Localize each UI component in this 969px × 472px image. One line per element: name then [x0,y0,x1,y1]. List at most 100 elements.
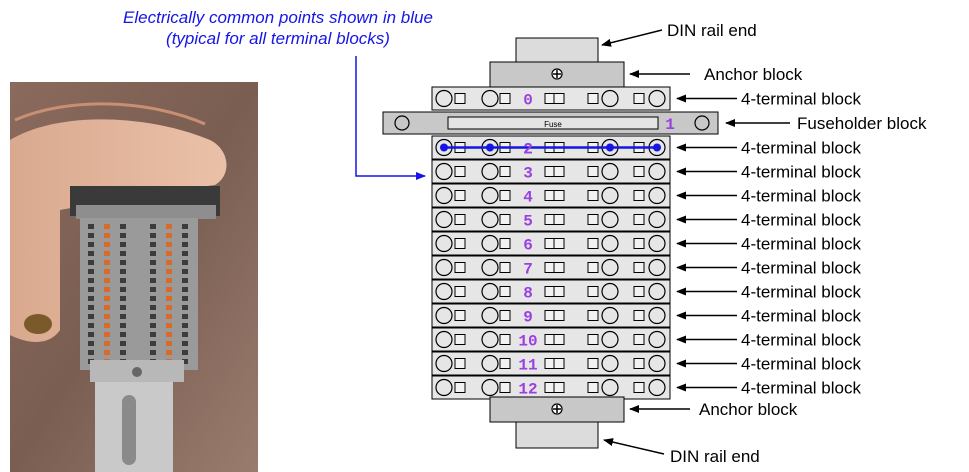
wire-entry-square [454,190,466,201]
wire-entry-square [499,334,511,345]
wire-entry-square [587,238,599,249]
wire-entry-square [553,334,565,345]
label-terminal-block: 4-terminal block [741,235,861,254]
photo-terminal-clip [166,224,172,229]
wire-entry-square [454,214,466,225]
photo-terminal-clip [166,242,172,247]
wire-entry-square [499,166,511,177]
screw-terminal [481,234,499,253]
terminal-block-number: 11 [518,357,537,375]
wire-entry-square [633,214,645,225]
photo-terminal-clip [104,341,110,346]
common-points-pointer [355,56,426,180]
screw-terminal [601,330,619,349]
wire-entry-square [499,238,511,249]
label-terminal-block: 4-terminal block [741,187,861,206]
photo-terminal-clip [104,305,110,310]
photo-terminal-clip [150,242,156,247]
screw-terminal [481,330,499,349]
wire-entry-square [553,166,565,177]
photo-terminal-clip [166,296,172,301]
wire-entry-square [454,262,466,273]
screw-terminal [648,234,666,253]
photo-terminal-clip [182,296,188,301]
screw-terminal [648,282,666,301]
din-rail-end-top [515,37,599,65]
wire-entry-square [499,93,511,104]
photo-terminal-clip [104,224,110,229]
photo-terminal-clip [150,314,156,319]
fuseholder-number: 1 [665,116,675,134]
photo-terminal-clip [120,269,126,274]
label-din-rail-end-bottom: DIN rail end [670,447,760,466]
terminal-block-number: 9 [523,309,533,327]
photo-terminal-clip [166,287,172,292]
photo-terminal-clip [182,224,188,229]
common-points-note-line2: (typical for all terminal blocks) [166,29,390,48]
wire-entry-square [499,286,511,297]
screw-terminal [435,186,453,205]
screw-terminal [435,210,453,229]
photo-terminal-clip [88,242,94,247]
common-point [440,143,448,152]
wire-entry-square [633,382,645,393]
fuseholder-block [382,111,719,135]
photo-terminal-clip [166,251,172,256]
label-terminal-block: 4-terminal block [741,163,861,182]
wire-entry-square [553,310,565,321]
photo-terminal-clip [88,350,94,355]
screw-terminal [648,258,666,277]
photo-terminal-clip [182,278,188,283]
screw-terminal [648,89,666,108]
photo-terminal-clip [120,296,126,301]
wire-entry-square [553,286,565,297]
wire-entry-square [454,286,466,297]
photo-terminal-clip [88,305,94,310]
wire-entry-square [587,286,599,297]
wire-entry-square [633,286,645,297]
screw-terminal [435,378,453,397]
screw-terminal [481,210,499,229]
wire-entry-square [587,334,599,345]
photo-terminal-clip [166,341,172,346]
photo-terminal-clip [166,260,172,265]
screw-terminal [601,306,619,325]
photo-terminal-clip [166,305,172,310]
wire-entry-square [454,382,466,393]
photo-terminal-clip [120,305,126,310]
photo-terminal-clip [150,233,156,238]
label-anchor-block-bottom: Anchor block [699,400,798,419]
label-terminal-block: 4-terminal block [741,259,861,278]
wire-entry-square [633,334,645,345]
wire-entry-square [553,214,565,225]
photo-terminal-clip [182,251,188,256]
label-terminal-block: 4-terminal block [741,331,861,350]
photo-terminal-clip [88,287,94,292]
photo-terminal-clip [104,278,110,283]
screw-terminal [648,210,666,229]
photo-terminal-clip [150,350,156,355]
wire-entry-square [454,310,466,321]
wire-entry-square [633,358,645,369]
wire-entry-square [454,358,466,369]
screw-terminal [648,306,666,325]
screw-terminal [601,354,619,373]
photo-terminal-clip [120,233,126,238]
photo-terminal-clip [120,224,126,229]
common-points-note-line1: Electrically common points shown in blue [123,8,433,27]
screw-terminal [648,330,666,349]
terminal-block-number: 12 [518,381,537,399]
photo-terminal-clip [166,332,172,337]
screw-terminal [648,186,666,205]
terminal-block-number-overlay: 2 [523,141,533,159]
common-point [653,143,661,152]
photo-terminal-clip [182,233,188,238]
photo-terminal-clip [182,323,188,328]
fuse-text: Fuse [544,120,562,129]
photo-terminal-clip [120,341,126,346]
label-terminal-block: 4-terminal block [741,355,861,374]
photo-terminal-clip [150,323,156,328]
